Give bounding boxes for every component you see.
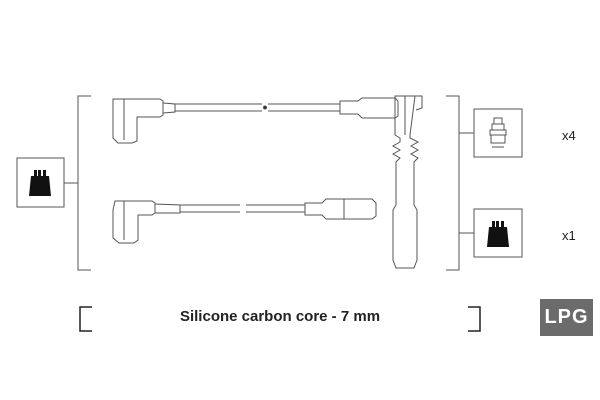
- left-boot-icon-box: [16, 157, 65, 208]
- caption-bracket-right: [468, 306, 481, 332]
- lpg-badge: LPG: [540, 299, 593, 336]
- coil-icon-box: [473, 108, 523, 158]
- spark-plug-boot-icon: [29, 170, 51, 196]
- left-bracket: [77, 95, 91, 271]
- right-bracket: [446, 95, 460, 271]
- bottom-cable: [112, 198, 377, 244]
- caption-bracket-left: [79, 306, 92, 332]
- quantity-top-label: x4: [562, 128, 576, 143]
- top-cable: [112, 97, 399, 144]
- coil-cable: [391, 95, 423, 269]
- ignition-coil-connector-icon: [489, 117, 507, 148]
- quantity-bottom-label: x1: [562, 228, 576, 243]
- spark-plug-boot-icon: [487, 221, 509, 247]
- boot-icon-box: [473, 208, 523, 258]
- cable-spec-caption: Silicone carbon core - 7 mm: [179, 308, 381, 325]
